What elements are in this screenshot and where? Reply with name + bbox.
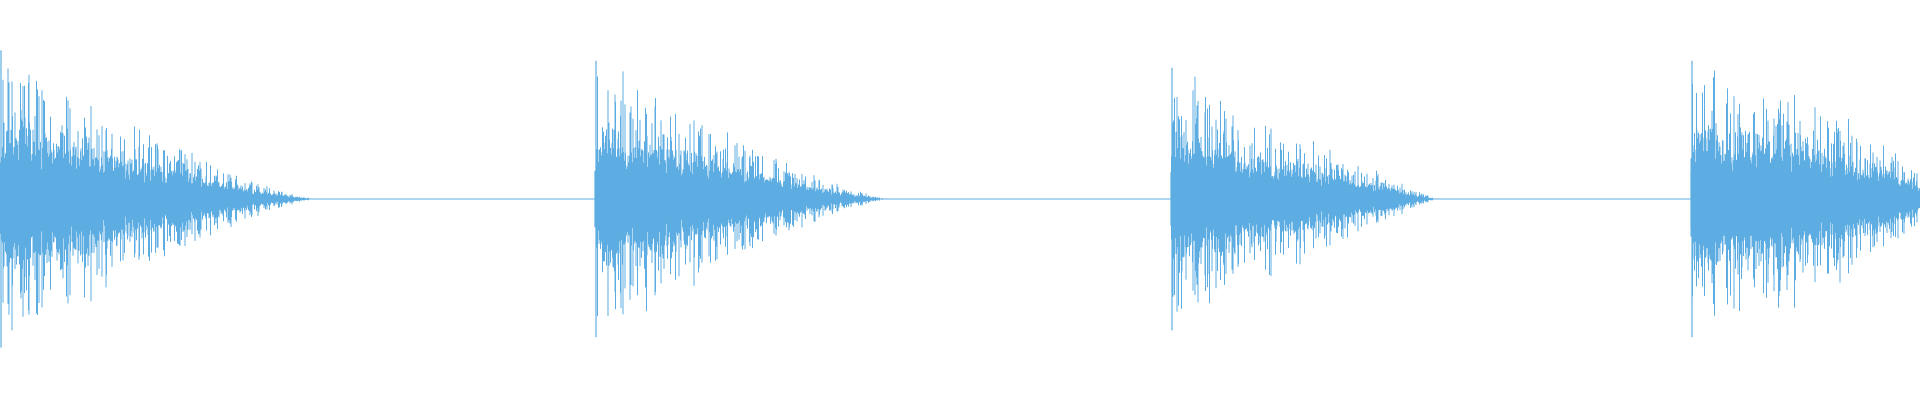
- waveform-clip-3: [1170, 67, 1436, 331]
- waveform-core: [1170, 172, 1436, 226]
- waveform-clip-1: [0, 50, 316, 348]
- waveform-clip-4: [1690, 60, 1920, 338]
- clips-layer: [0, 50, 1920, 348]
- waveform-core: [1690, 170, 1920, 228]
- waveform-clip-2: [594, 60, 887, 338]
- waveform-core: [0, 168, 315, 230]
- waveform-core: [594, 170, 887, 228]
